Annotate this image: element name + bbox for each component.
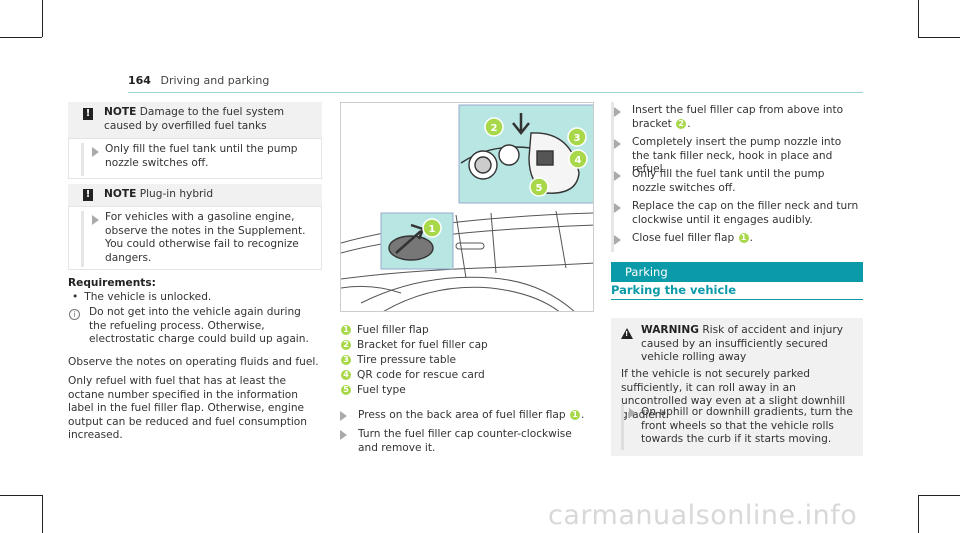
- callout-3: 3: [574, 133, 581, 144]
- step-arrow-icon: [614, 235, 621, 245]
- subsection-rule: [611, 299, 863, 300]
- note-step-text: For vehicles with a gasoline engine, obs…: [105, 211, 306, 264]
- callout-badge: 1: [341, 325, 351, 335]
- crop-mark: [918, 37, 960, 38]
- step-text-end: .: [581, 409, 585, 421]
- note-text: NOTE Damage to the fuel system caused by…: [104, 106, 316, 133]
- legend-label: Tire pressure table: [357, 354, 457, 366]
- note-box-plugin: ! NOTE Plug-in hybrid: [68, 184, 322, 206]
- note-text: NOTE Plug-in hybrid: [104, 188, 316, 202]
- step-sidebar: [621, 404, 624, 450]
- section-heading-bar: Parking: [611, 262, 863, 282]
- crop-mark: [918, 495, 919, 533]
- legend-item: 1 Fuel filler flap: [340, 324, 429, 336]
- crop-mark: [0, 37, 42, 38]
- note-body: Plug-in hybrid: [139, 188, 214, 200]
- crop-mark: [918, 0, 919, 37]
- car-drawing: 2 3 4 5 1: [341, 104, 593, 311]
- middle-step-1: Press on the back area of fuel filler fl…: [358, 409, 593, 423]
- callout-badge: 1: [738, 233, 749, 243]
- legend-item: 4 QR code for rescue card: [340, 369, 485, 381]
- step-arrow-icon: [614, 139, 621, 149]
- note-body: Damage to the fuel system caused by over…: [104, 106, 285, 132]
- warning-triangle-icon: !: [621, 328, 633, 339]
- callout-badge: 4: [341, 370, 351, 380]
- crop-mark: [42, 0, 43, 37]
- crop-mark: [918, 495, 960, 496]
- legend-label: Bracket for fuel filler cap: [357, 339, 488, 351]
- right-step-2: Completely insert the pump nozzle into t…: [632, 136, 842, 175]
- warning-label: WARNING: [641, 324, 699, 336]
- step-arrow-icon: [614, 171, 621, 181]
- legend-item: 2 Bracket for fuel filler cap: [340, 339, 488, 351]
- note-step-box: Only fill the fuel tank until the pump n…: [68, 138, 322, 179]
- fuel-flap-illustration: 2 3 4 5 1: [340, 102, 594, 312]
- warning-box: ! WARNING Risk of accident and injury ca…: [611, 318, 863, 456]
- exclamation-icon: !: [83, 189, 93, 201]
- note-step-text: Only fill the fuel tank until the pump n…: [105, 143, 298, 169]
- step-sidebar: [81, 143, 84, 176]
- warning-text: Risk of accident and injury caused by an…: [641, 324, 844, 363]
- exclamation-icon: !: [83, 108, 93, 120]
- crop-mark: [42, 495, 43, 533]
- legend-label: Fuel type: [357, 384, 406, 396]
- note-label: NOTE: [104, 106, 137, 118]
- legend-label: QR code for rescue card: [357, 369, 485, 381]
- step-arrow-icon: [340, 411, 347, 421]
- callout-4: 4: [575, 155, 582, 166]
- note-box-damage: ! NOTE Damage to the fuel system caused …: [68, 102, 322, 138]
- warning-header: WARNING Risk of accident and injury caus…: [641, 324, 857, 365]
- info-icon: i: [69, 309, 80, 320]
- paragraph-fluids: Observe the notes on operating fluids an…: [68, 356, 319, 368]
- right-step-1: Insert the fuel filler cap from above in…: [632, 104, 860, 131]
- step-text: Close fuel filler flap: [632, 232, 735, 244]
- note-step-box: For vehicles with a gasoline engine, obs…: [68, 206, 322, 270]
- right-step-5: Close fuel filler flap 1.: [632, 232, 860, 246]
- right-step-4: Replace the cap on the filler neck and t…: [632, 200, 859, 226]
- requirements-label: Requirements:: [68, 277, 156, 289]
- paragraph-octane: Only refuel with fuel that has at least …: [68, 375, 307, 441]
- step-arrow-icon: [629, 408, 636, 418]
- subsection-heading: Parking the vehicle: [611, 283, 737, 297]
- note-label: NOTE: [104, 188, 137, 200]
- right-step-3: Only fill the fuel tank until the pump n…: [632, 168, 825, 194]
- step-arrow-icon: [614, 203, 621, 213]
- step-arrow-icon: [92, 147, 99, 157]
- page-header-title: Driving and parking: [160, 74, 270, 87]
- callout-badge: 2: [341, 340, 351, 350]
- section-heading: Parking: [625, 265, 668, 279]
- info-text: Do not get into the vehicle again during…: [89, 306, 309, 345]
- header-rule: [128, 92, 863, 93]
- bullet: •: [72, 291, 79, 303]
- watermark: carmanualsonline.info: [548, 500, 858, 531]
- step-text: Press on the back area of fuel filler fl…: [358, 409, 566, 421]
- legend-label: Fuel filler flap: [357, 324, 429, 336]
- step-text-end: .: [687, 117, 691, 130]
- step-text: Insert the fuel filler cap from above in…: [632, 104, 844, 130]
- callout-badge: 3: [341, 355, 351, 365]
- step-arrow-icon: [92, 215, 99, 225]
- callout-badge: 1: [570, 410, 581, 420]
- page-number: 164: [128, 74, 151, 87]
- page-header: 164 Driving and parking: [128, 74, 269, 87]
- step-arrow-icon: [614, 107, 621, 117]
- callout-badge: 2: [676, 118, 687, 129]
- step-text-end: .: [749, 232, 753, 244]
- legend-item: 5 Fuel type: [340, 384, 406, 396]
- callout-2: 2: [491, 123, 498, 134]
- warning-step: On uphill or downhill gradients, turn th…: [641, 406, 853, 445]
- step-arrow-icon: [340, 430, 347, 440]
- legend-item: 3 Tire pressure table: [340, 354, 456, 366]
- requirement-text: The vehicle is unlocked.: [84, 291, 212, 303]
- callout-badge: 5: [341, 385, 351, 395]
- steps-sidebar: [611, 102, 614, 252]
- callout-5: 5: [536, 183, 543, 194]
- crop-mark: [0, 495, 42, 496]
- requirement-item: • The vehicle is unlocked.: [68, 291, 322, 305]
- callout-1: 1: [429, 224, 436, 235]
- middle-step-2: Turn the fuel filler cap counter-clockwi…: [358, 428, 572, 454]
- step-sidebar: [81, 211, 84, 267]
